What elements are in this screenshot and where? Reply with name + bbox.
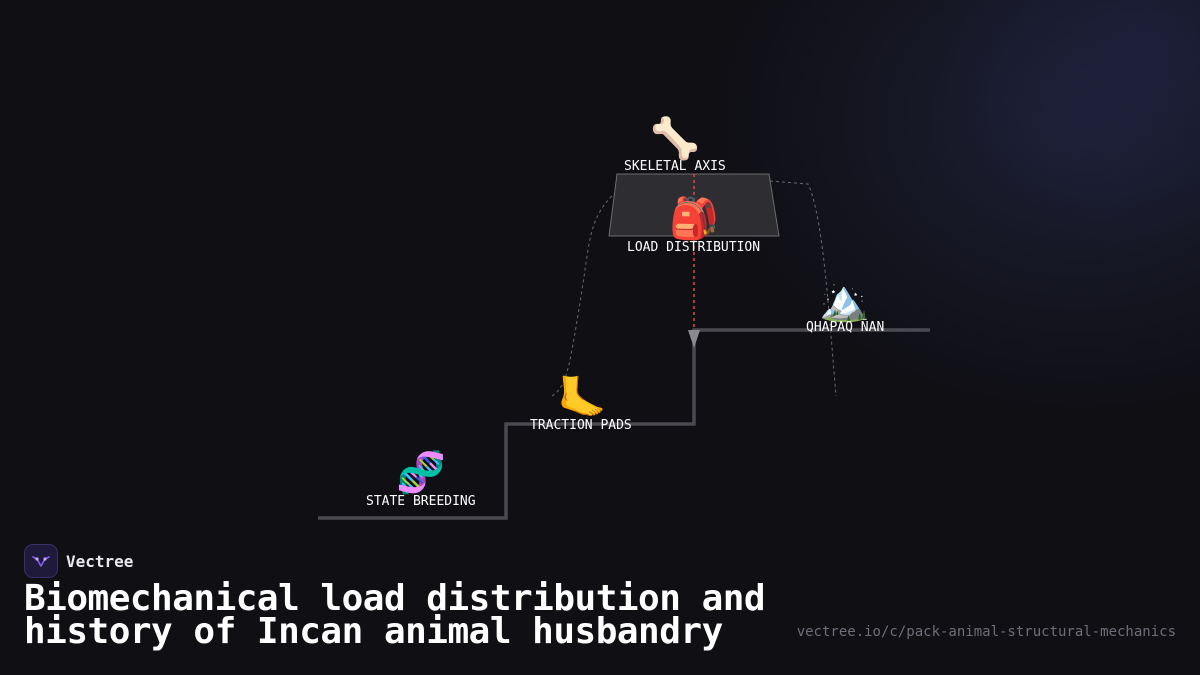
node-load-distribution: 🎒 LOAD DISTRIBUTION [627,195,760,255]
dashed-link-right [769,180,837,397]
brand-name: Vectree [66,551,134,571]
bone-icon: 🦴 [650,114,700,162]
node-traction-pads: 🦶 TRACTION PADS [530,374,632,433]
node-label-traction-pads: TRACTION PADS [530,418,632,433]
source-url[interactable]: vectree.io/c/pack-animal-structural-mech… [796,624,1176,640]
node-skeletal-axis: 🦴 SKELETAL AXIS [624,114,726,174]
vectree-logo-icon [24,544,58,578]
page-title: Biomechanical load distribution and hist… [24,578,766,652]
backpack-icon: 🎒 [669,195,719,242]
node-qhapaq-nan: 🏔️ QHAPAQ ÑAN [806,278,884,335]
node-label-state-breeding: STATE BREEDING [366,494,476,509]
dna-icon: 🧬 [396,448,446,496]
terrain-staircase [318,328,930,520]
gravity-arrow-icon [688,330,700,348]
node-label-skeletal-axis: SKELETAL AXIS [624,159,726,174]
node-label-qhapaq-nan: QHAPAQ ÑAN [806,319,884,335]
dashed-link-left [551,195,613,397]
node-label-load-distribution: LOAD DISTRIBUTION [627,240,760,255]
brand[interactable]: Vectree [24,544,133,578]
mountain-icon: 🏔️ [819,278,869,324]
node-state-breeding: 🧬 STATE BREEDING [366,448,476,509]
foot-icon: 🦶 [557,374,607,421]
